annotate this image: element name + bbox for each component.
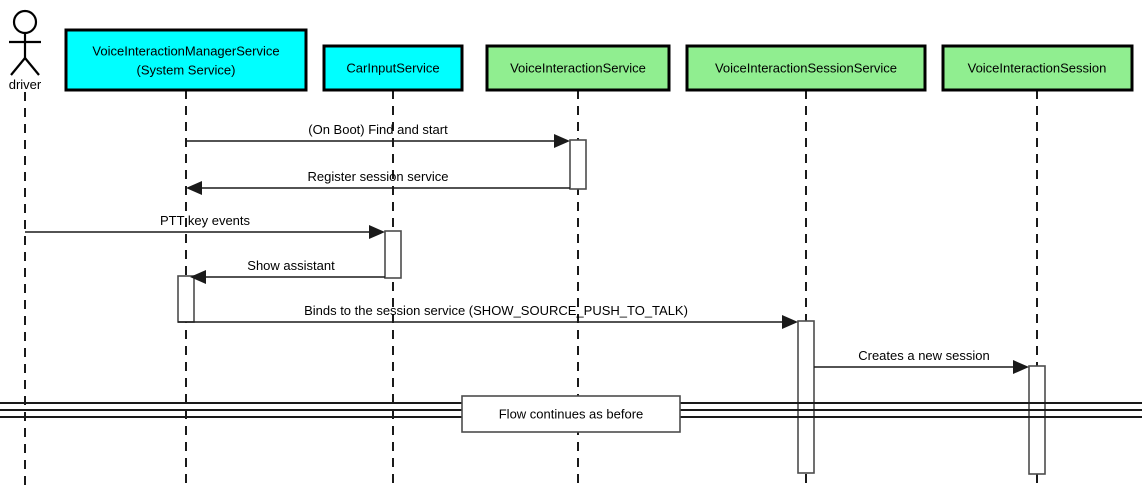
message-arrowhead-show-assistant <box>190 270 206 284</box>
activation-bar-vis <box>569 139 587 190</box>
message-label-binds-to-session-service: Binds to the session service (SHOW_SOURC… <box>304 303 688 318</box>
message-label-show-assistant: Show assistant <box>247 258 335 273</box>
message-label-ptt-key-events: PTT key events <box>160 213 251 228</box>
message-binds-to-session-service: Binds to the session service (SHOW_SOURC… <box>178 303 798 329</box>
activation-bar-cis <box>384 230 402 279</box>
participant-box-viss[interactable] <box>685 44 927 92</box>
participant-label-vims-line2: (System Service) <box>137 62 236 77</box>
message-label-creates-a-new-session: Creates a new session <box>858 348 990 363</box>
actor-head-icon <box>12 9 38 35</box>
message-creates-a-new-session: Creates a new session <box>814 348 1029 374</box>
participant-box-vis[interactable] <box>485 44 671 92</box>
participant-vise[interactable]: VoiceInteractionSession <box>941 44 1134 92</box>
message-ptt-key-events: PTT key events <box>25 213 385 239</box>
message-arrowhead-ptt-key-events <box>369 225 385 239</box>
participant-cis[interactable]: CarInputService <box>322 44 464 92</box>
participant-label-vims-line1: VoiceInteractionManagerService <box>92 43 279 58</box>
delay-box <box>461 395 681 433</box>
activation-bar-vims <box>177 275 195 323</box>
participant-label-vis: VoiceInteractionService <box>510 60 646 75</box>
actor-driver-label: driver <box>9 77 42 92</box>
message-arrowhead-register-session-service <box>186 181 202 195</box>
participant-label-viss: VoiceInteractionSessionService <box>715 60 897 75</box>
delay-flow-continues: Flow continues as before <box>0 395 1142 433</box>
participant-box-vise[interactable] <box>941 44 1134 92</box>
activations-group <box>177 139 1046 475</box>
participant-label-vise: VoiceInteractionSession <box>968 60 1107 75</box>
participant-box-cis[interactable] <box>322 44 464 92</box>
actor-leg-right-icon <box>24 57 40 76</box>
participant-label-cis: CarInputService <box>346 60 439 75</box>
activation-bar-vise <box>1028 365 1046 475</box>
participant-viss[interactable]: VoiceInteractionSessionService <box>685 44 927 92</box>
participant-vis[interactable]: VoiceInteractionService <box>485 44 671 92</box>
participant-box-vims[interactable] <box>64 28 308 92</box>
delay-label: Flow continues as before <box>499 406 644 421</box>
message-arrowhead-binds-to-session-service <box>782 315 798 329</box>
message-find-and-start: (On Boot) Find and start <box>186 122 570 148</box>
message-register-session-service: Register session service <box>186 169 570 195</box>
activation-bar-viss <box>797 320 815 474</box>
message-arrowhead-find-and-start <box>554 134 570 148</box>
message-label-find-and-start: (On Boot) Find and start <box>308 122 448 137</box>
message-label-register-session-service: Register session service <box>308 169 449 184</box>
actor-leg-left-icon <box>10 57 26 76</box>
participant-vims[interactable]: VoiceInteractionManagerService (System S… <box>64 28 308 92</box>
message-arrowhead-creates-a-new-session <box>1013 360 1029 374</box>
message-show-assistant: Show assistant <box>190 258 385 284</box>
actor-driver: driver <box>9 9 42 92</box>
